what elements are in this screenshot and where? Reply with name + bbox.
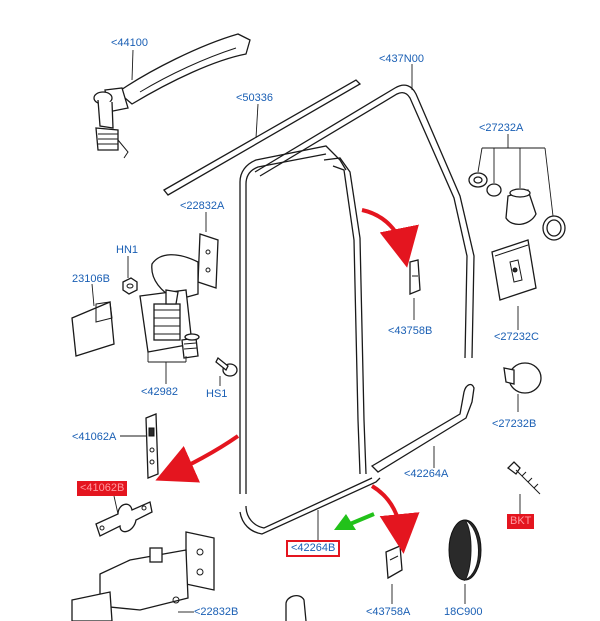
- leader-44100: [131, 49, 134, 81]
- bushing-42982[interactable]: [181, 333, 200, 359]
- clamp-41062B[interactable]: [95, 501, 153, 537]
- leader-50336: [255, 103, 259, 139]
- speaker-cover-18C900[interactable]: [448, 519, 482, 582]
- label-50336[interactable]: <50336: [236, 92, 274, 104]
- label-41062A[interactable]: <41062A: [72, 431, 117, 443]
- lower-hinge-22832B[interactable]: [71, 531, 215, 621]
- outside-door-handle[interactable]: [93, 33, 251, 159]
- label-HS1[interactable]: HS1: [206, 388, 228, 400]
- label-18C900[interactable]: 18C900: [444, 606, 483, 618]
- label-HN1[interactable]: HN1: [116, 244, 139, 256]
- seal-42264A[interactable]: [370, 383, 475, 473]
- interior-grip[interactable]: [285, 594, 307, 621]
- tab-43758A[interactable]: [385, 545, 403, 580]
- label-42264B[interactable]: <42264B: [286, 540, 341, 557]
- red-arrow-41062A: [155, 434, 240, 483]
- bracket-23106B[interactable]: [71, 301, 115, 357]
- label-42982[interactable]: <42982: [141, 386, 179, 398]
- red-arrow-43758B: [361, 208, 419, 268]
- label-27232C[interactable]: <27232C: [494, 331, 539, 343]
- screw-HS1[interactable]: [215, 356, 238, 377]
- label-41062B[interactable]: <41062B: [77, 481, 128, 496]
- leader-42982: [147, 350, 187, 384]
- tab-43758B[interactable]: [409, 259, 421, 295]
- label-22832A[interactable]: <22832A: [180, 200, 225, 212]
- label-27232A[interactable]: <27232A: [479, 122, 524, 134]
- label-437N00[interactable]: <437N00: [379, 53, 424, 65]
- leader-41062B: [113, 495, 119, 515]
- green-arrow: [334, 512, 375, 530]
- red-arrow-43758A: [370, 484, 420, 554]
- label-27232B[interactable]: <27232B: [492, 418, 537, 430]
- door-seal-437N00[interactable]: [254, 84, 475, 359]
- lower-seal-42264B[interactable]: [239, 477, 381, 535]
- pad-27232C[interactable]: [491, 239, 537, 301]
- label-BKT[interactable]: BKT: [507, 514, 535, 529]
- leader-23106B: [91, 283, 95, 307]
- cap-27232B[interactable]: [503, 362, 542, 394]
- upper-hinge-22832A[interactable]: [139, 233, 219, 353]
- label-42264A[interactable]: <42264A: [404, 468, 449, 480]
- label-43758B[interactable]: <43758B: [388, 325, 433, 337]
- bolt-BKT[interactable]: [507, 461, 541, 495]
- label-44100[interactable]: <44100: [111, 37, 149, 49]
- label-22832B[interactable]: <22832B: [194, 606, 239, 618]
- nut-HN1[interactable]: [122, 277, 138, 295]
- leader-27232A: [477, 134, 554, 217]
- inner-door-seal[interactable]: [239, 145, 367, 494]
- label-23106B[interactable]: 23106B: [72, 273, 110, 285]
- clip-assembly-27232A[interactable]: [468, 172, 566, 241]
- striker-plate-41062A[interactable]: [145, 413, 159, 479]
- label-43758A[interactable]: <43758A: [366, 606, 411, 618]
- weatherstrip-50336[interactable]: [163, 79, 362, 196]
